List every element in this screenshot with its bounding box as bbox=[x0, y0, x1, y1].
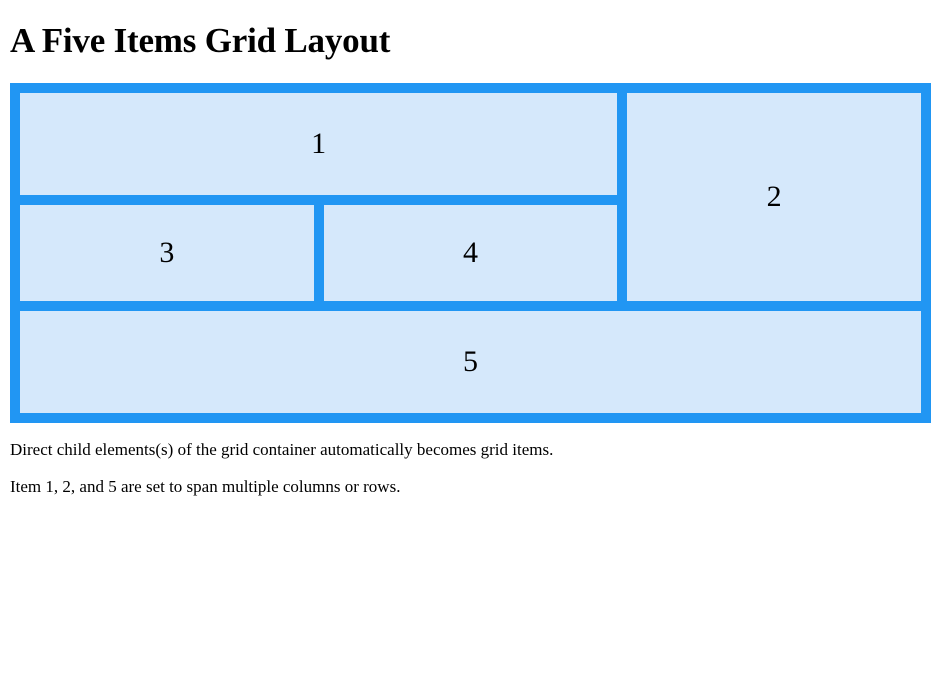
grid-item-1: 1 bbox=[20, 92, 618, 195]
note-grid-items: Direct child elements(s) of the grid con… bbox=[10, 439, 554, 459]
grid-item-5: 5 bbox=[20, 310, 921, 413]
page-root: A Five Items Grid Layout 1 2 3 4 5 Direc… bbox=[0, 21, 941, 497]
grid-item-3: 3 bbox=[20, 204, 314, 301]
grid-item-1-label: 1 bbox=[311, 126, 327, 160]
grid-container: 1 2 3 4 5 bbox=[10, 82, 931, 423]
grid-item-5-label: 5 bbox=[462, 344, 478, 378]
note-spanning: Item 1, 2, and 5 are set to span multipl… bbox=[10, 476, 401, 496]
grid-item-4-label: 4 bbox=[462, 235, 478, 269]
grid-item-4: 4 bbox=[323, 204, 618, 301]
grid-item-2: 2 bbox=[627, 92, 921, 301]
grid-item-2-label: 2 bbox=[766, 179, 782, 213]
grid-item-3-label: 3 bbox=[159, 235, 175, 269]
page-title: A Five Items Grid Layout bbox=[10, 21, 391, 60]
